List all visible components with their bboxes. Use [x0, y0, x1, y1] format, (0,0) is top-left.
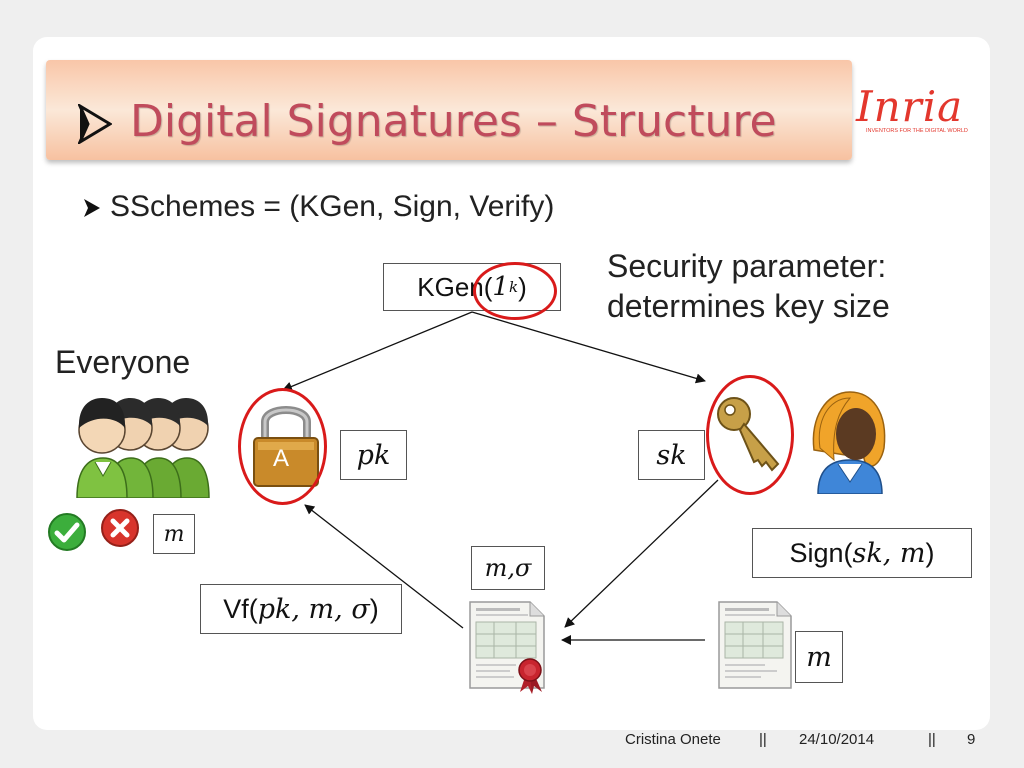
- sign-suffix: ): [925, 537, 935, 568]
- page-number: 9: [967, 731, 976, 748]
- footer-separator: ||: [759, 731, 767, 748]
- logo-tagline: INVENTORS FOR THE DIGITAL WORLD: [866, 128, 968, 134]
- person-icon: [76, 398, 128, 498]
- pk-highlight: [238, 388, 327, 505]
- inria-logo: Inria INVENTORS FOR THE DIGITAL WORLD: [856, 82, 988, 142]
- sk-box: sk: [638, 430, 705, 480]
- title-bar: [46, 60, 852, 160]
- pk-box: pk: [340, 430, 407, 480]
- everyone-label: Everyone: [55, 344, 191, 380]
- security-note-line1: Security parameter:: [607, 248, 887, 284]
- security-note-line2: determines key size: [607, 288, 890, 324]
- arrow-signed-doc-to-pk: [304, 504, 464, 629]
- cross-icon: [101, 509, 139, 547]
- title-arrow-icon: [78, 104, 112, 144]
- arrow-kgen-to-pk: [282, 311, 473, 392]
- document-icon: [718, 601, 792, 689]
- m-sigma-sigma: σ: [515, 554, 532, 582]
- people-group-icon: [76, 398, 210, 498]
- security-param-highlight: [473, 262, 557, 320]
- m-box-small: m: [153, 514, 195, 554]
- check-icon: [48, 513, 86, 551]
- m-sigma-m: m: [484, 554, 508, 582]
- sign-box: Sign(sk, m): [752, 528, 972, 578]
- sk-highlight: [706, 375, 794, 495]
- sign-prefix: Sign(: [789, 537, 853, 568]
- sign-args: sk, m: [852, 537, 926, 569]
- vf-box: Vf(pk, m, σ): [200, 584, 402, 634]
- m-sigma-box: m,σ: [471, 546, 545, 590]
- page-title: Digital Signatures – Structure: [130, 96, 777, 147]
- footer-separator: ||: [928, 731, 936, 748]
- arrow-sk-to-signed-doc: [564, 479, 719, 628]
- vf-args: pk, m, σ: [257, 593, 370, 625]
- signer-person-icon: [812, 391, 886, 494]
- bullet-arrow-icon: [84, 199, 100, 218]
- bullet-text: SSchemes = (KGen, Sign, Verify): [110, 190, 555, 223]
- signed-document-icon: [469, 601, 545, 694]
- arrow-kgen-to-sk: [471, 311, 706, 384]
- vf-suffix: ): [369, 593, 379, 624]
- m-box-doc: m: [795, 631, 843, 683]
- vf-prefix: Vf(: [223, 593, 258, 624]
- footer-author: Cristina Onete: [625, 731, 721, 748]
- footer-date: 24/10/2014: [799, 731, 875, 748]
- m-sigma-comma: ,: [507, 554, 515, 582]
- bullet-sschemes: SSchemes = (KGen, Sign, Verify): [82, 190, 554, 224]
- logo-wordmark: Inria: [856, 82, 964, 131]
